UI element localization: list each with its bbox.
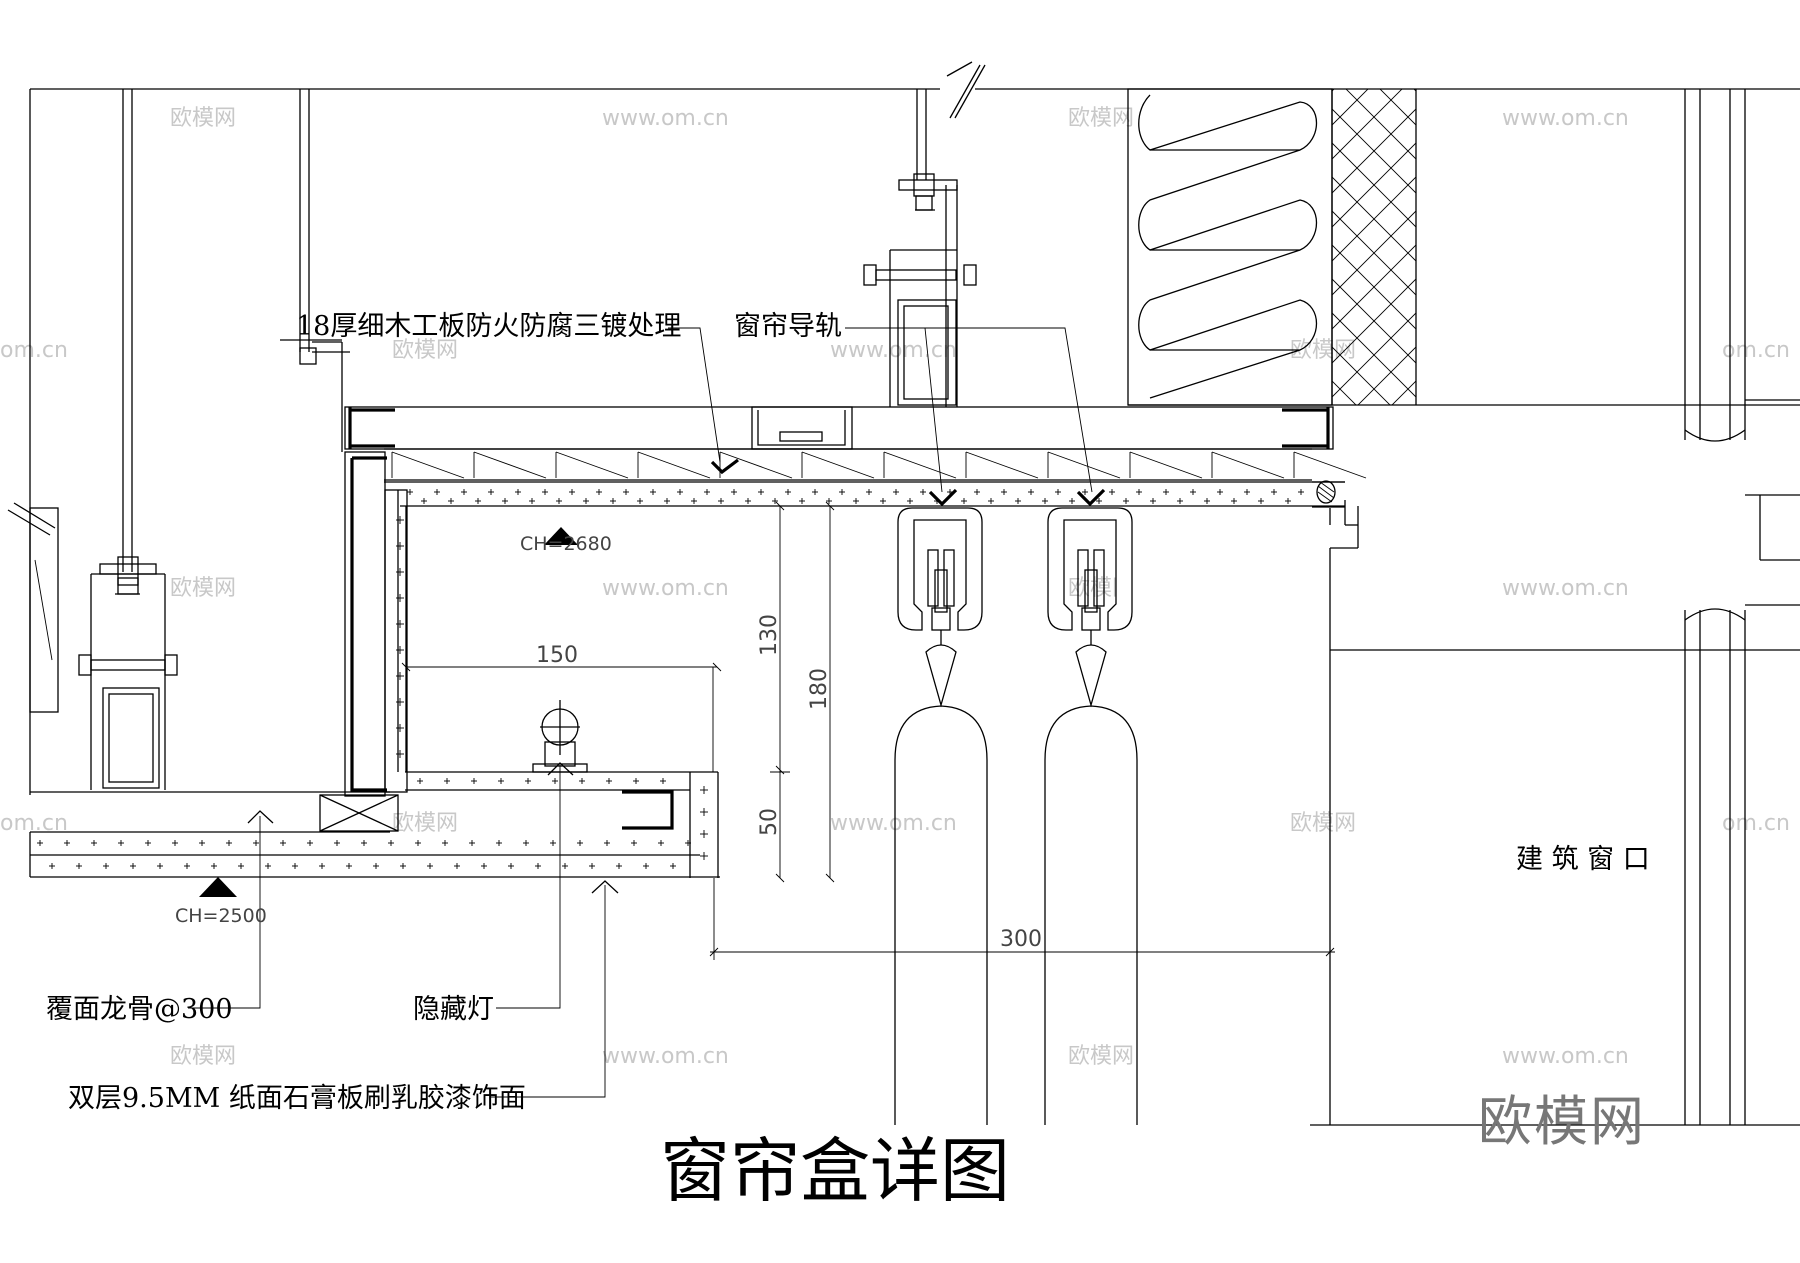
dim-150: 150	[536, 643, 578, 668]
watermark-brand: 欧模网	[1068, 1044, 1134, 1069]
watermark-url: www.om.cn	[602, 1044, 729, 1069]
insulation-wall	[1127, 88, 1800, 406]
dimension-texts: 150 300 130 180 50	[536, 614, 1042, 952]
watermark-brand: 欧模网	[392, 811, 458, 836]
brand-logo-watermark: 欧模网	[1478, 1090, 1646, 1153]
leader-lines	[188, 327, 1093, 1098]
left-main-keel	[78, 556, 178, 790]
track-note: 窗帘导轨	[734, 311, 842, 342]
box-vertical-board	[344, 451, 408, 797]
dim-130: 130	[757, 614, 782, 656]
level-marks: CH=2680 CH=2500	[175, 533, 612, 927]
watermarks: 欧模网 www.om.cn 欧模网 www.om.cn om.cn 欧模网 ww…	[0, 106, 1790, 1069]
watermark-url: www.om.cn	[602, 106, 729, 131]
plywood-note: 18厚细木工板防火防腐三镀处理	[296, 311, 681, 342]
watermark-url: om.cn	[1722, 811, 1790, 836]
watermark-url: www.om.cn	[1502, 1044, 1629, 1069]
watermark-brand: 欧模网	[392, 338, 458, 363]
watermark-url: www.om.cn	[830, 811, 957, 836]
watermark-url: www.om.cn	[830, 338, 957, 363]
level-ch-lower: CH=2500	[175, 905, 267, 927]
watermark-url: www.om.cn	[1502, 106, 1629, 131]
ceiling-markers	[199, 458, 1106, 897]
box-inner-lines	[397, 490, 407, 772]
curtain-carrier-2	[1044, 507, 1138, 1125]
gypsum-board-top	[384, 480, 1358, 526]
keel-note: 覆面龙骨@300	[46, 994, 233, 1025]
drawing-title: 窗帘盒详图	[660, 1130, 1010, 1212]
track-hanger	[280, 89, 977, 452]
watermark-url: www.om.cn	[602, 576, 729, 601]
watermark-url: www.om.cn	[1502, 576, 1629, 601]
level-ch-upper: CH=2680	[520, 533, 612, 555]
dim-50: 50	[757, 808, 782, 836]
slab	[29, 61, 1800, 795]
watermark-url: om.cn	[1722, 338, 1790, 363]
gypsum-hatching	[37, 489, 1304, 869]
lower-ceiling	[29, 791, 720, 878]
labels: 18厚细木工板防火防腐三镀处理 窗帘导轨 覆面龙骨@300 隐藏灯 双层9.5M…	[46, 311, 1650, 1212]
gypsum-note: 双层9.5MM 纸面石膏板刷乳胶漆饰面	[68, 1083, 526, 1114]
dimension-lines	[401, 501, 1335, 960]
watermark-brand: 欧模网	[1068, 106, 1134, 131]
watermark-brand: 欧模网	[1290, 811, 1356, 836]
hidden-light-fixture	[532, 700, 588, 773]
window-frame	[1310, 89, 1800, 1126]
dim-180: 180	[807, 668, 832, 710]
watermark-url: om.cn	[0, 338, 68, 363]
curtain-carrier-1	[894, 507, 988, 1125]
watermark-brand: 欧模网	[170, 1044, 236, 1069]
window-note: 建 筑 窗 口	[1516, 844, 1650, 875]
hanger-rods	[122, 89, 310, 572]
dim-300: 300	[1000, 927, 1042, 952]
light-note: 隐藏灯	[413, 994, 494, 1025]
watermark-brand: 欧模网	[170, 106, 236, 131]
battens	[391, 451, 1367, 479]
watermark-brand: 欧模网	[170, 576, 236, 601]
left-wall-anchor	[7, 502, 59, 713]
top-plywood-board	[344, 406, 1334, 481]
